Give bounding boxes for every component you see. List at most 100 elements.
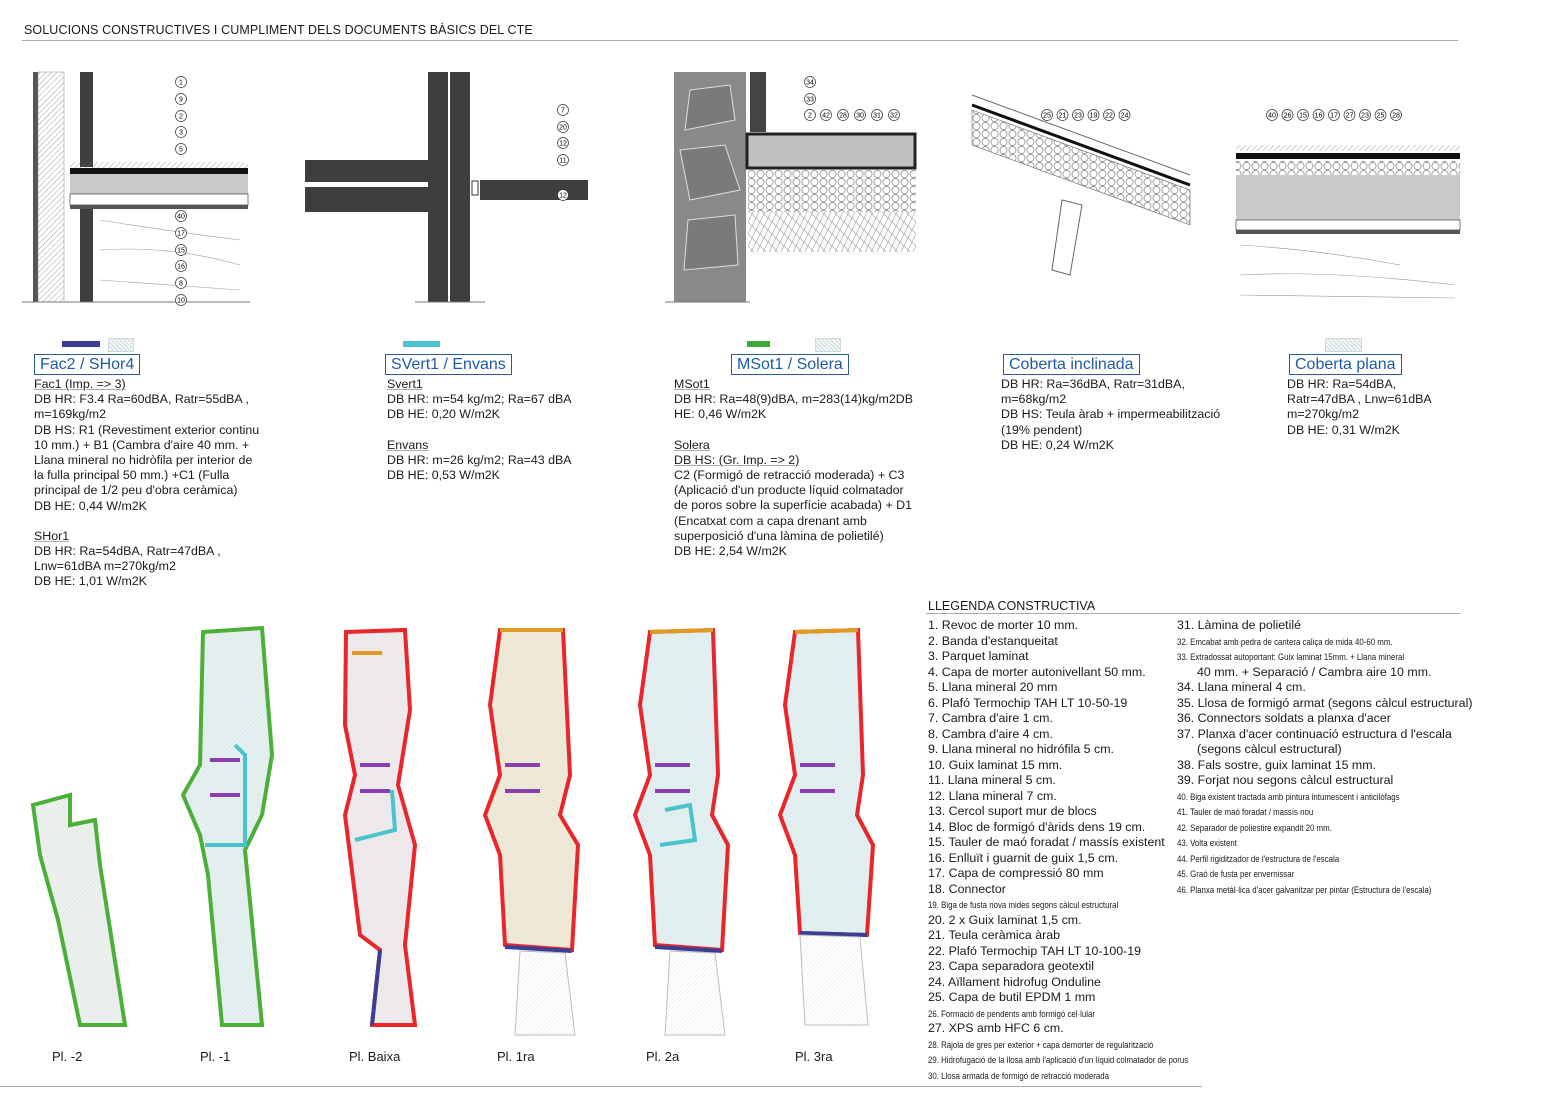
legend-item: 14. Bloc de formigó d'àrids dens 19 cm.	[928, 819, 1146, 834]
spec-line: DB HE: 0,20 W/m2K	[387, 407, 500, 422]
legend-item: 8. Cambra d'aire 4 cm.	[928, 726, 1053, 741]
facade-color-swatch	[62, 341, 100, 347]
callout-marker: 33	[804, 93, 816, 105]
legend-item: 44. Perfil rigiditzador de l'estructura …	[1177, 853, 1340, 865]
slab-hatch-swatch	[108, 338, 134, 352]
legend-item: 23. Capa separadora geotextil	[928, 959, 1095, 973]
callout-number: 42	[822, 113, 830, 120]
spec-line: DB HR: Ra=48(9)dBA, m=283(14)kg/m2DB	[674, 392, 913, 407]
spec-line: DB HE: 1,01 W/m2K	[34, 574, 147, 589]
legend-item: 27. XPS amb HFC 6 cm.	[928, 1021, 1064, 1035]
spec-line: superposició d'una làmina de polietilé)	[674, 528, 884, 543]
legend-item: 33. Extradossat autoportant: Guix lamina…	[1177, 652, 1405, 663]
callout-number: 24	[1121, 113, 1129, 120]
legend-item: 12. Llana mineral 7 cm.	[928, 788, 1057, 803]
spec-line: SHor1	[34, 528, 70, 543]
callout-marker: 8	[175, 277, 187, 289]
callout-marker: 20	[557, 121, 569, 133]
ground-wall-color-swatch	[747, 341, 770, 347]
plan-first-floor	[482, 628, 581, 1036]
spec-line: C2 (Formigó de retracció moderada) + C3	[674, 468, 905, 483]
legend-item: 30. Llosa armada de formigó de retracció…	[928, 1070, 1110, 1082]
callout-number: 10	[177, 298, 185, 305]
callout-marker: 9	[175, 93, 187, 105]
section-title-flat-roof: Coberta plana	[1289, 354, 1402, 375]
legend-item: 31. Làmina de polietilé	[1177, 618, 1301, 632]
callout-number: 40	[1268, 113, 1276, 120]
callout-marker: 2	[175, 110, 187, 122]
spec-line: DB HS: (Gr. Imp. => 2)	[674, 452, 800, 467]
callout-marker: 40	[1266, 109, 1278, 121]
callout-number: 16	[177, 264, 185, 271]
legend-item: 17. Capa de compressió 80 mm	[928, 866, 1104, 880]
callout-number: 15	[177, 248, 185, 255]
callout-marker: 5	[175, 143, 187, 155]
callout-marker: 21	[1056, 109, 1069, 121]
legend-item: 37. Planxa d'acer continuació estructura…	[1177, 726, 1452, 741]
callout-marker: 3	[175, 126, 187, 138]
callout-number: 1	[179, 80, 183, 87]
plan-level-minus-2	[30, 792, 128, 1027]
spec-line: (Aplicació d'un producte líquid colmatad…	[674, 483, 904, 498]
callout-marker: 15	[175, 244, 187, 256]
callout-number: 20	[559, 125, 567, 132]
callout-marker: 1	[175, 76, 187, 88]
callout-number: 22	[1105, 113, 1113, 120]
callout-number: 15	[1299, 113, 1307, 120]
callout-marker: 16	[1312, 109, 1325, 121]
callout-marker: 19	[1087, 109, 1100, 121]
spec-line: Envans	[387, 437, 429, 452]
callout-marker: 17	[175, 227, 187, 239]
legend-item: 3. Parquet laminat	[928, 649, 1029, 663]
spec-line: DB HS: R1 (Revestiment exterior continu	[34, 422, 260, 437]
partition-color-swatch	[403, 341, 440, 347]
section-title-pitched-roof: Coberta inclinada	[1003, 354, 1140, 375]
spec-line: DB HR: m=26 kg/m2; Ra=43 dBA	[387, 452, 572, 467]
spec-line: DB HR: m=54 kg/m2; Ra=67 dBA	[387, 392, 572, 407]
callout-marker: 17	[1328, 109, 1340, 121]
spec-line: DB HR: F3.4 Ra=60dBA, Ratr=55dBA ,	[34, 392, 249, 407]
callout-marker: 30	[854, 109, 866, 121]
plan-label: Pl. 1ra	[497, 1049, 535, 1064]
floor-plans	[30, 625, 876, 1036]
callout-marker: 12	[557, 137, 569, 149]
callout-marker: 32	[888, 109, 900, 121]
spec-line: Fac1 (Imp. => 3)	[34, 377, 126, 391]
legend-item: (segons càlcul estructural)	[1197, 742, 1342, 756]
legend-item: 25. Capa de butil EPDM 1 mm	[928, 990, 1096, 1004]
callout-marker: 24	[1118, 109, 1131, 121]
plan-third-floor	[777, 627, 876, 1026]
callout-number: 25	[1043, 113, 1051, 120]
callout-number: 3	[179, 130, 183, 137]
callout-number: 12	[559, 193, 567, 200]
legend-item: 6. Plafó Termochip TAH LT 10-50-19	[928, 695, 1128, 710]
roof-hatch-swatch	[1325, 338, 1362, 352]
callout-number: 12	[559, 141, 567, 148]
spec-line: DB HR: Ra=36dBA, Ratr=31dBA,	[1001, 377, 1185, 391]
spec-line: m=68kg/m2	[1001, 392, 1067, 407]
callout-number: 2	[179, 114, 183, 121]
spec-line: la fulla principal 50 mm.) +C1 (Fulla	[34, 468, 230, 483]
legend-item: 16. Enlluït i guarnit de guix 1,5 cm.	[928, 850, 1119, 865]
spec-line: Ratr=47dBA , Lnw=61dBA	[1287, 392, 1432, 407]
spec-line: DB HE: 0,53 W/m2K	[387, 468, 500, 483]
title-divider	[22, 40, 1458, 41]
solera-hatch-swatch	[815, 338, 841, 352]
legend-item: 28. Rajola de gres per exterior + capa d…	[928, 1039, 1154, 1051]
legend-divider	[926, 613, 1460, 614]
spec-line: DB HS: Teula àrab + impermeabilització	[1001, 407, 1221, 422]
callout-marker: 28	[1390, 109, 1402, 121]
legend-item: 10. Guix laminat 15 mm.	[928, 757, 1063, 772]
legend-item: 42. Separador de poliestire expandit 20 …	[1177, 822, 1332, 834]
legend-item: 9. Llana mineral no hidrófila 5 cm.	[928, 742, 1114, 756]
detail-facade-slab	[22, 71, 250, 303]
spec-line: MSot1	[674, 377, 710, 391]
plan-label: Pl. -1	[200, 1049, 231, 1064]
callout-marker: 2	[804, 109, 816, 121]
detail-flat-roof	[1235, 145, 1461, 299]
callout-number: 31	[873, 113, 881, 120]
plan-level-minus-1	[180, 625, 275, 1027]
spec-line: DB HE: 0,31 W/m2K	[1287, 422, 1400, 437]
